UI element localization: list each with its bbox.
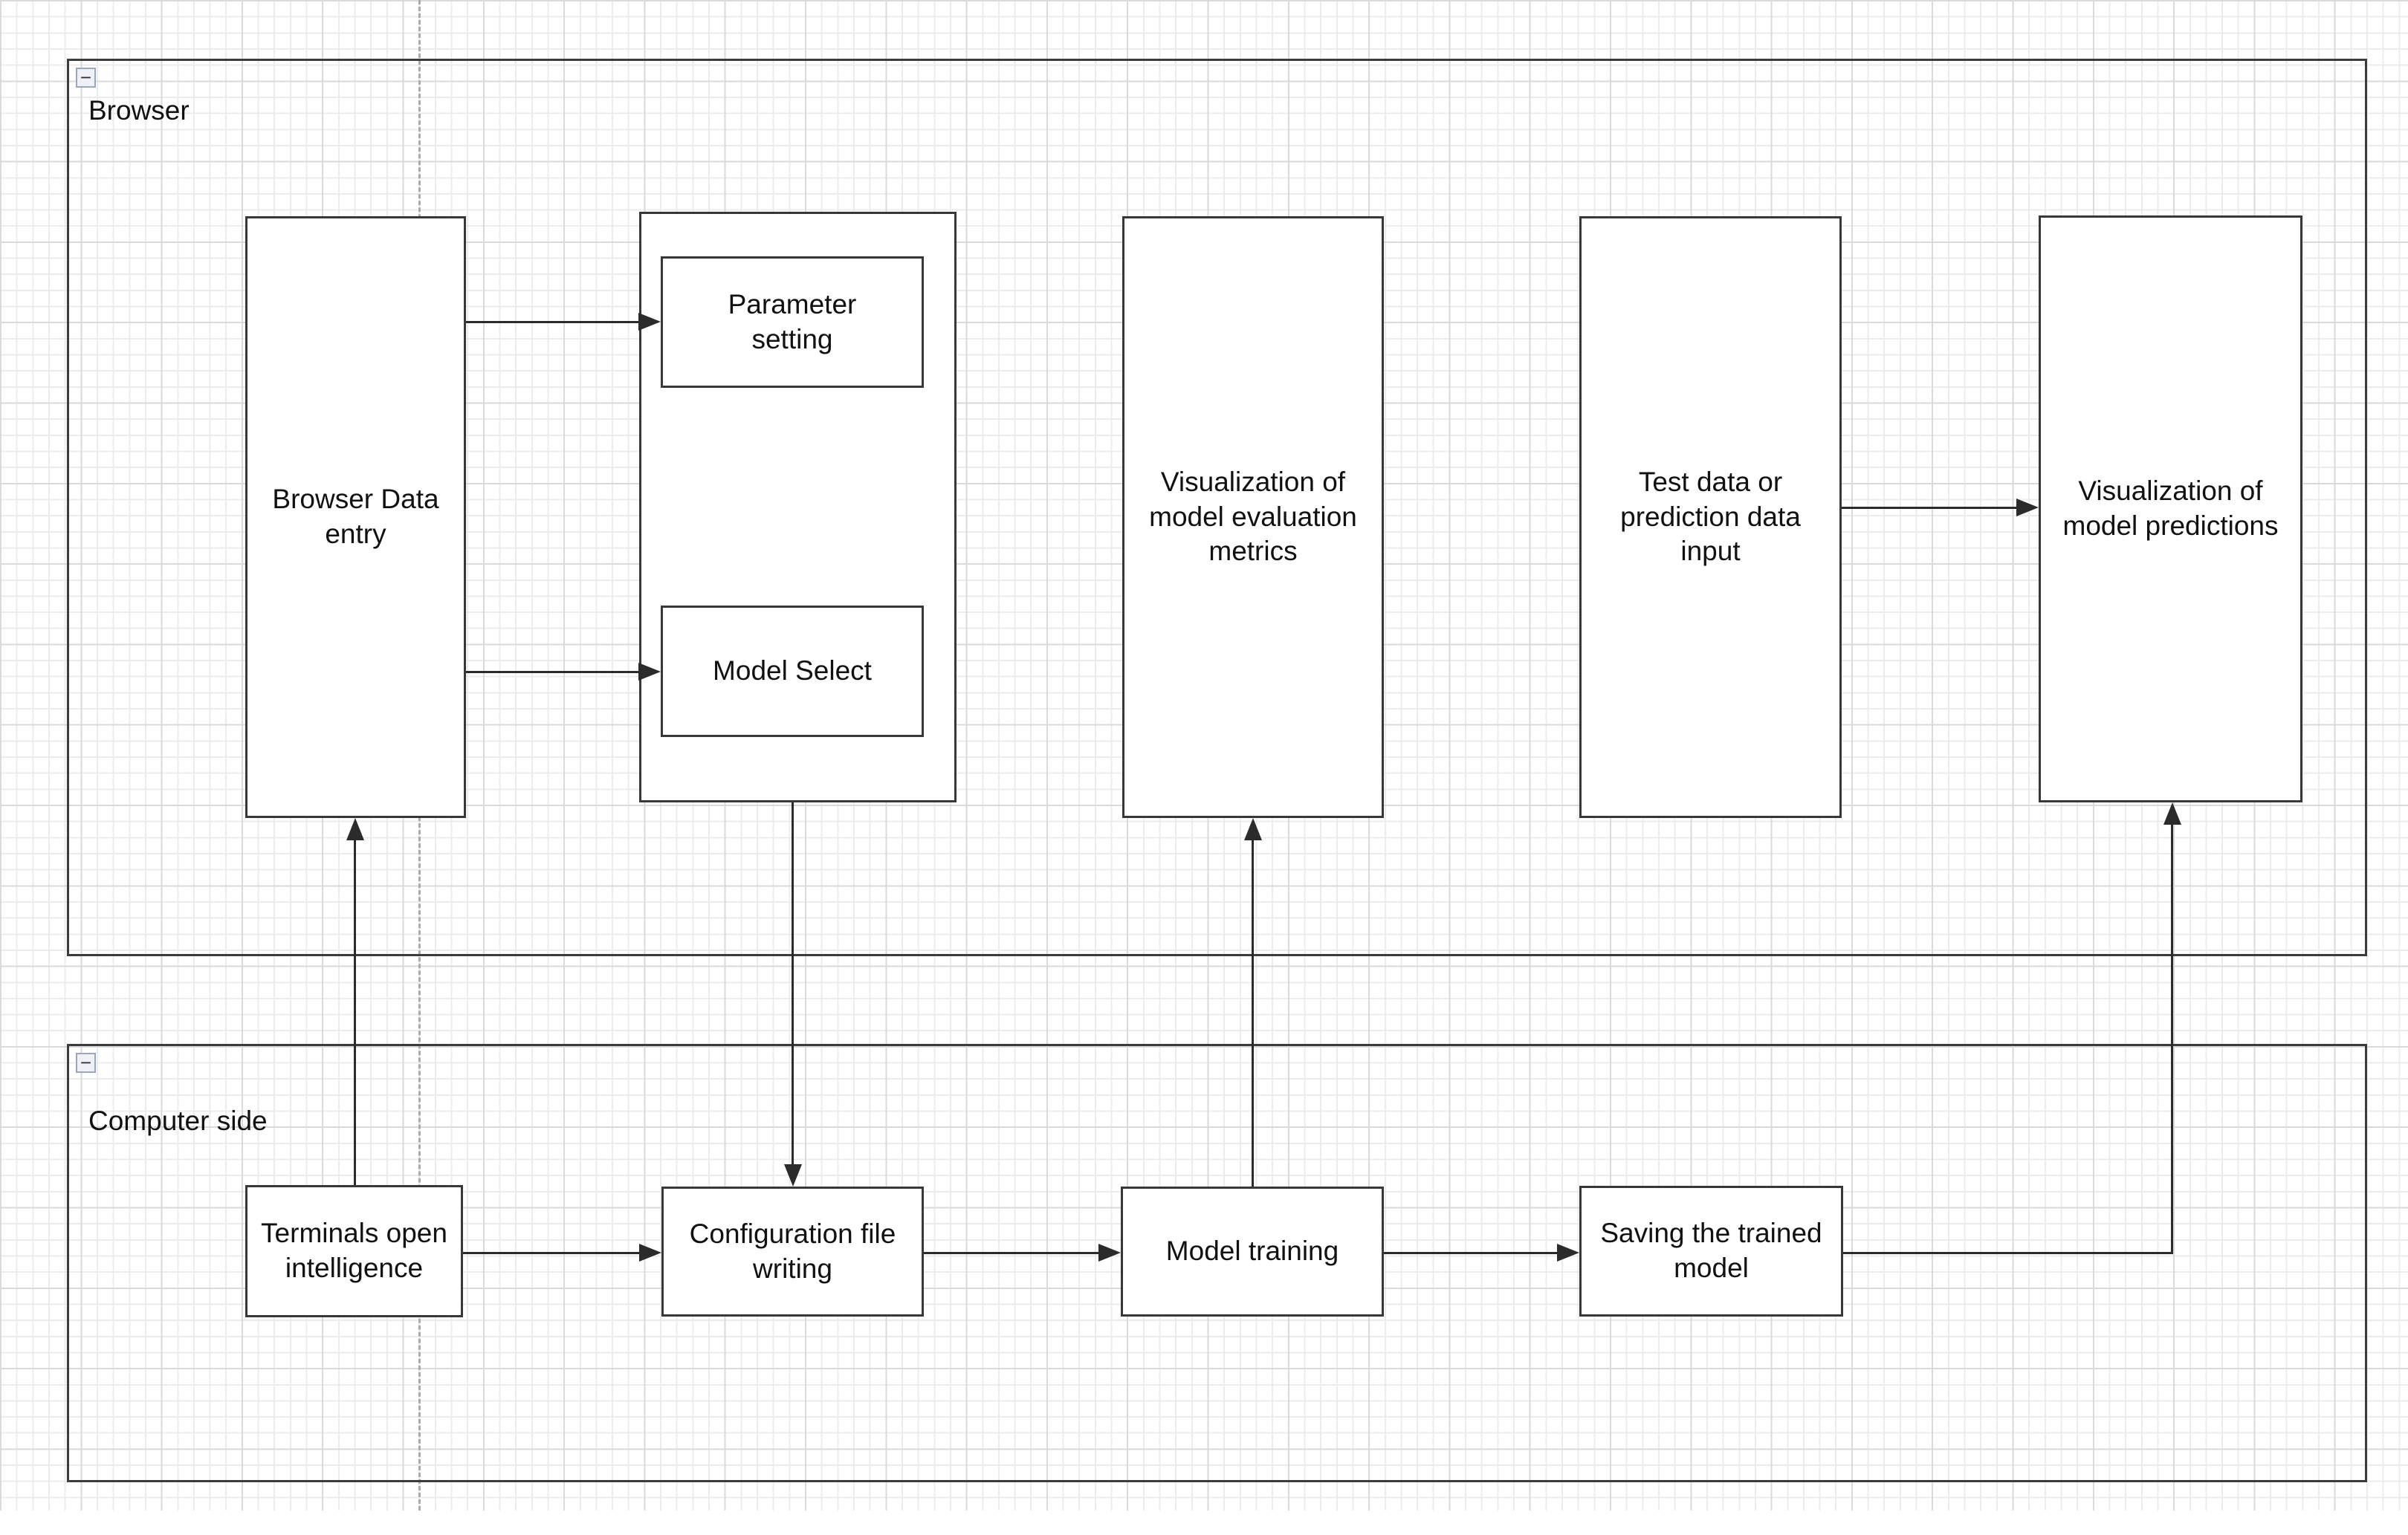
edge-line [924,1252,1101,1254]
node-label: Terminals open intelligence [261,1218,447,1283]
edge-line [1843,1252,2173,1254]
collapse-icon[interactable]: − [76,68,96,88]
node-model-select[interactable]: Model Select [661,606,924,737]
edge-line [2171,825,2173,1254]
node-parameter-setting[interactable]: Parameter setting [661,256,924,388]
node-visualization-eval-metrics[interactable]: Visualization of model evaluation metric… [1122,216,1384,818]
collapse-icon[interactable]: − [76,1053,96,1073]
arrowhead-icon [784,1164,802,1187]
node-label: Model Select [713,655,872,687]
arrowhead-icon [2016,499,2039,516]
node-test-data-input[interactable]: Test data or prediction data input [1579,216,1842,818]
node-label: Visualization of model evaluation metric… [1149,467,1357,567]
edge-line [1252,840,1254,1187]
node-model-training[interactable]: Model training [1121,1187,1384,1317]
node-saving-trained-model[interactable]: Saving the trained model [1579,1186,1843,1317]
edge-line [1842,507,2019,509]
node-terminals-open-intelligence[interactable]: Terminals open intelligence [245,1185,463,1317]
edge-line [792,802,794,1166]
edge-line [1384,1252,1559,1254]
arrowhead-icon [2163,802,2181,825]
computer-side-container-label: Computer side [88,1106,268,1136]
arrowhead-icon [1098,1244,1121,1262]
node-label: Configuration file writing [689,1218,896,1284]
edge-line [463,1252,641,1254]
edge-line [466,321,641,323]
node-label: Browser Data entry [272,484,439,549]
browser-container-label: Browser [88,95,190,126]
arrowhead-icon [346,818,364,840]
edge-line [466,671,641,673]
node-label: Parameter setting [728,288,857,354]
node-visualization-predictions[interactable]: Visualization of model predictions [2039,215,2302,802]
arrowhead-icon [1244,818,1262,840]
arrowhead-icon [638,313,661,331]
arrowhead-icon [1557,1244,1579,1262]
node-label: Saving the trained model [1600,1218,1822,1283]
node-label: Visualization of model predictions [2062,476,2279,541]
edge-line [354,840,356,1185]
browser-container[interactable]: − Browser [67,59,2367,956]
node-configuration-file-writing[interactable]: Configuration file writing [661,1187,924,1317]
computer-side-container[interactable]: − Computer side [67,1044,2367,1482]
node-label: Test data or prediction data input [1620,467,1801,567]
arrowhead-icon [638,663,661,681]
node-browser-data-entry[interactable]: Browser Data entry [245,216,466,818]
arrowhead-icon [639,1244,661,1262]
node-label: Model training [1165,1236,1339,1267]
